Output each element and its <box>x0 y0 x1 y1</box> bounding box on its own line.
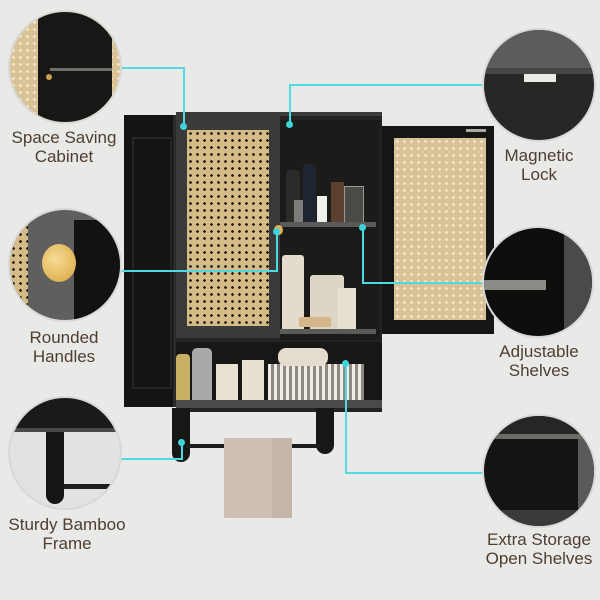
left-door-rattan-panel <box>187 130 269 326</box>
detail-bamboo-frame <box>8 396 122 510</box>
label-space-saving: Space Saving Cabinet <box>11 128 117 166</box>
detail-space-saving-cabinet <box>8 10 122 124</box>
detail-magnetic-lock <box>482 28 596 142</box>
cabinet-product-image <box>124 110 494 530</box>
bottom-panel <box>176 400 382 408</box>
detail-open-shelves <box>482 414 596 528</box>
label-adjustable-shelves: Adjustable Shelves <box>499 342 579 380</box>
detail-rounded-handles <box>8 208 122 322</box>
label-open-shelves: Extra Storage Open Shelves <box>485 530 593 568</box>
towel <box>224 438 292 518</box>
toiletries-top-shelf <box>284 164 379 224</box>
towel-bar-bracket-right <box>316 408 334 454</box>
cabinet-side-panel <box>124 115 176 407</box>
left-door <box>176 116 280 338</box>
adjustable-shelf-upper <box>280 222 376 227</box>
label-rounded-handles: Rounded Handles <box>29 328 99 366</box>
toiletries-open-shelf <box>174 342 364 402</box>
adjustable-shelf-lower <box>280 329 376 334</box>
label-magnetic-lock: Magnetic Lock <box>504 146 574 184</box>
detail-adjustable-shelves <box>482 226 594 338</box>
label-bamboo-frame: Sturdy Bamboo Frame <box>8 515 126 553</box>
toiletries-middle-shelf <box>282 255 374 329</box>
right-door-rattan-panel <box>394 138 486 320</box>
towel-bar-bracket-left <box>172 408 190 462</box>
right-door <box>382 126 494 334</box>
